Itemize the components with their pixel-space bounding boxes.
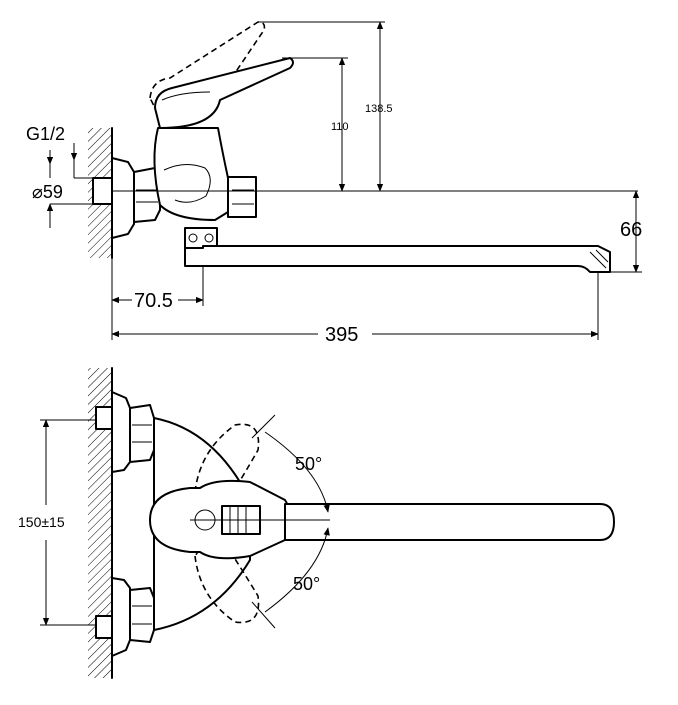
spout-drop-label: 66 bbox=[620, 219, 642, 241]
height-110-label: 110 bbox=[331, 121, 349, 133]
side-view: G1/2 ⌀59 110 138.5 66 70.5 395 bbox=[26, 21, 642, 346]
diameter-label: ⌀59 bbox=[32, 182, 63, 202]
angle-down-label: 50° bbox=[293, 574, 320, 594]
top-view: 50° 50° 150±15 bbox=[18, 367, 615, 679]
thread-label: G1/2 bbox=[26, 124, 65, 144]
spacing-label: 150±15 bbox=[18, 514, 65, 530]
wall-to-spout-label: 70.5 bbox=[134, 290, 173, 312]
height-138-label: 138.5 bbox=[365, 103, 393, 115]
angle-up-label: 50° bbox=[295, 454, 322, 474]
total-reach-label: 395 bbox=[325, 324, 358, 346]
